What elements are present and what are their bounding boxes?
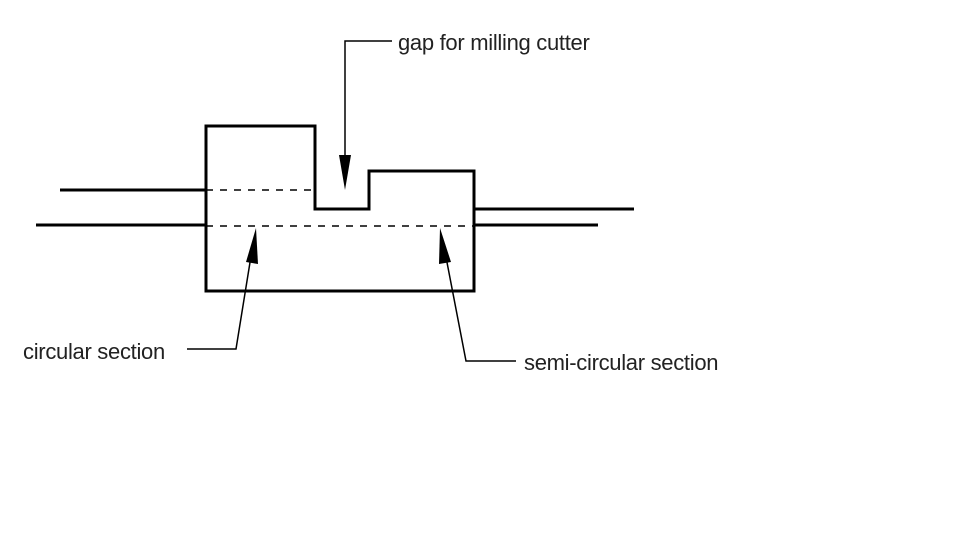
gap-leader-line: [344, 40, 392, 168]
circular-leader-line: [187, 249, 253, 350]
semicircular-arrowhead: [439, 228, 451, 264]
gap-arrowhead: [339, 155, 351, 190]
circular-arrowhead: [246, 228, 258, 264]
semicircular-leader-line: [444, 251, 516, 362]
circular-section-label: circular section: [23, 339, 165, 364]
gap-label: gap for milling cutter: [398, 30, 590, 55]
semicircular-section-label: semi-circular section: [524, 350, 718, 375]
block-outline: [204, 124, 476, 293]
